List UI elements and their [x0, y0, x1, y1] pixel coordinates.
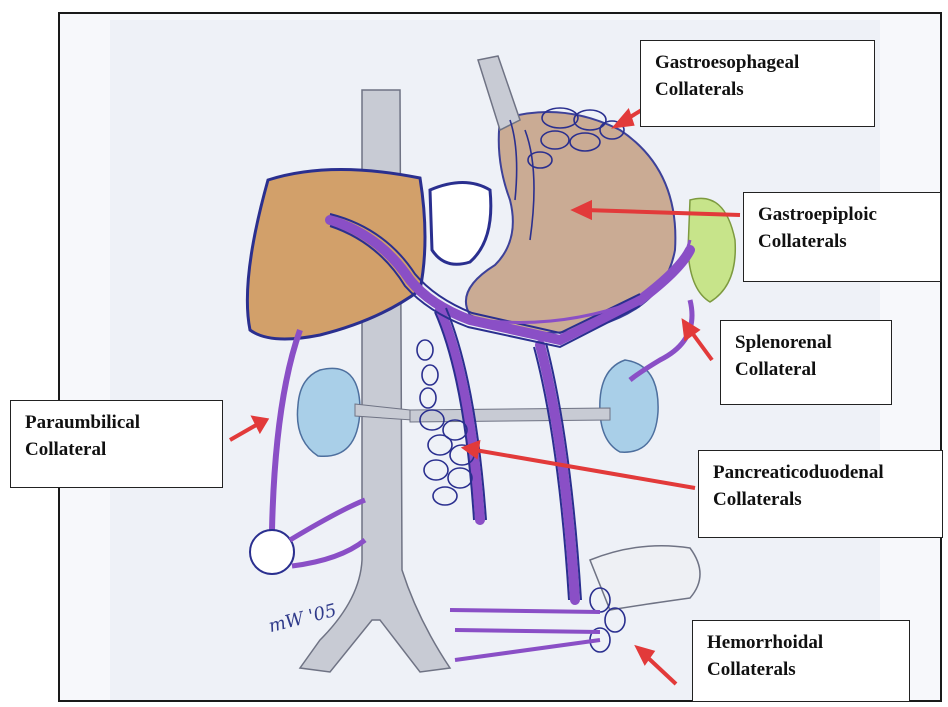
- gastroesophageal-line2: Collaterals: [655, 76, 860, 103]
- left-renal-vein: [410, 408, 610, 422]
- gastroepiploic-line1: Gastroepiploic: [758, 201, 926, 228]
- pancreaticoduodenal-line1: Pancreaticoduodenal: [713, 459, 928, 486]
- gastroesophageal-label: Gastroesophageal Collaterals: [640, 40, 875, 127]
- hemorrhoidal-line2: Collaterals: [707, 656, 895, 683]
- umbilicus: [250, 530, 294, 574]
- gastroesophageal-line1: Gastroesophageal: [655, 49, 860, 76]
- gastroepiploic-label: Gastroepiploic Collaterals: [743, 192, 941, 282]
- pancreaticoduodenal-label: Pancreaticoduodenal Collaterals: [698, 450, 943, 538]
- splenorenal-label: Splenorenal Collateral: [720, 320, 892, 405]
- paraumbilical-label: Paraumbilical Collateral: [10, 400, 223, 488]
- hemorrhoidal-label: Hemorrhoidal Collaterals: [692, 620, 910, 702]
- left-kidney: [600, 360, 658, 452]
- gastroepiploic-line2: Collaterals: [758, 228, 926, 255]
- hemorrhoidal-line1: Hemorrhoidal: [707, 629, 895, 656]
- splenorenal-line2: Collateral: [735, 356, 877, 383]
- pancreaticoduodenal-line2: Collaterals: [713, 486, 928, 513]
- paraumbilical-line2: Collateral: [25, 436, 208, 463]
- right-kidney: [297, 368, 360, 456]
- paraumbilical-line1: Paraumbilical: [25, 409, 208, 436]
- splenorenal-line1: Splenorenal: [735, 329, 877, 356]
